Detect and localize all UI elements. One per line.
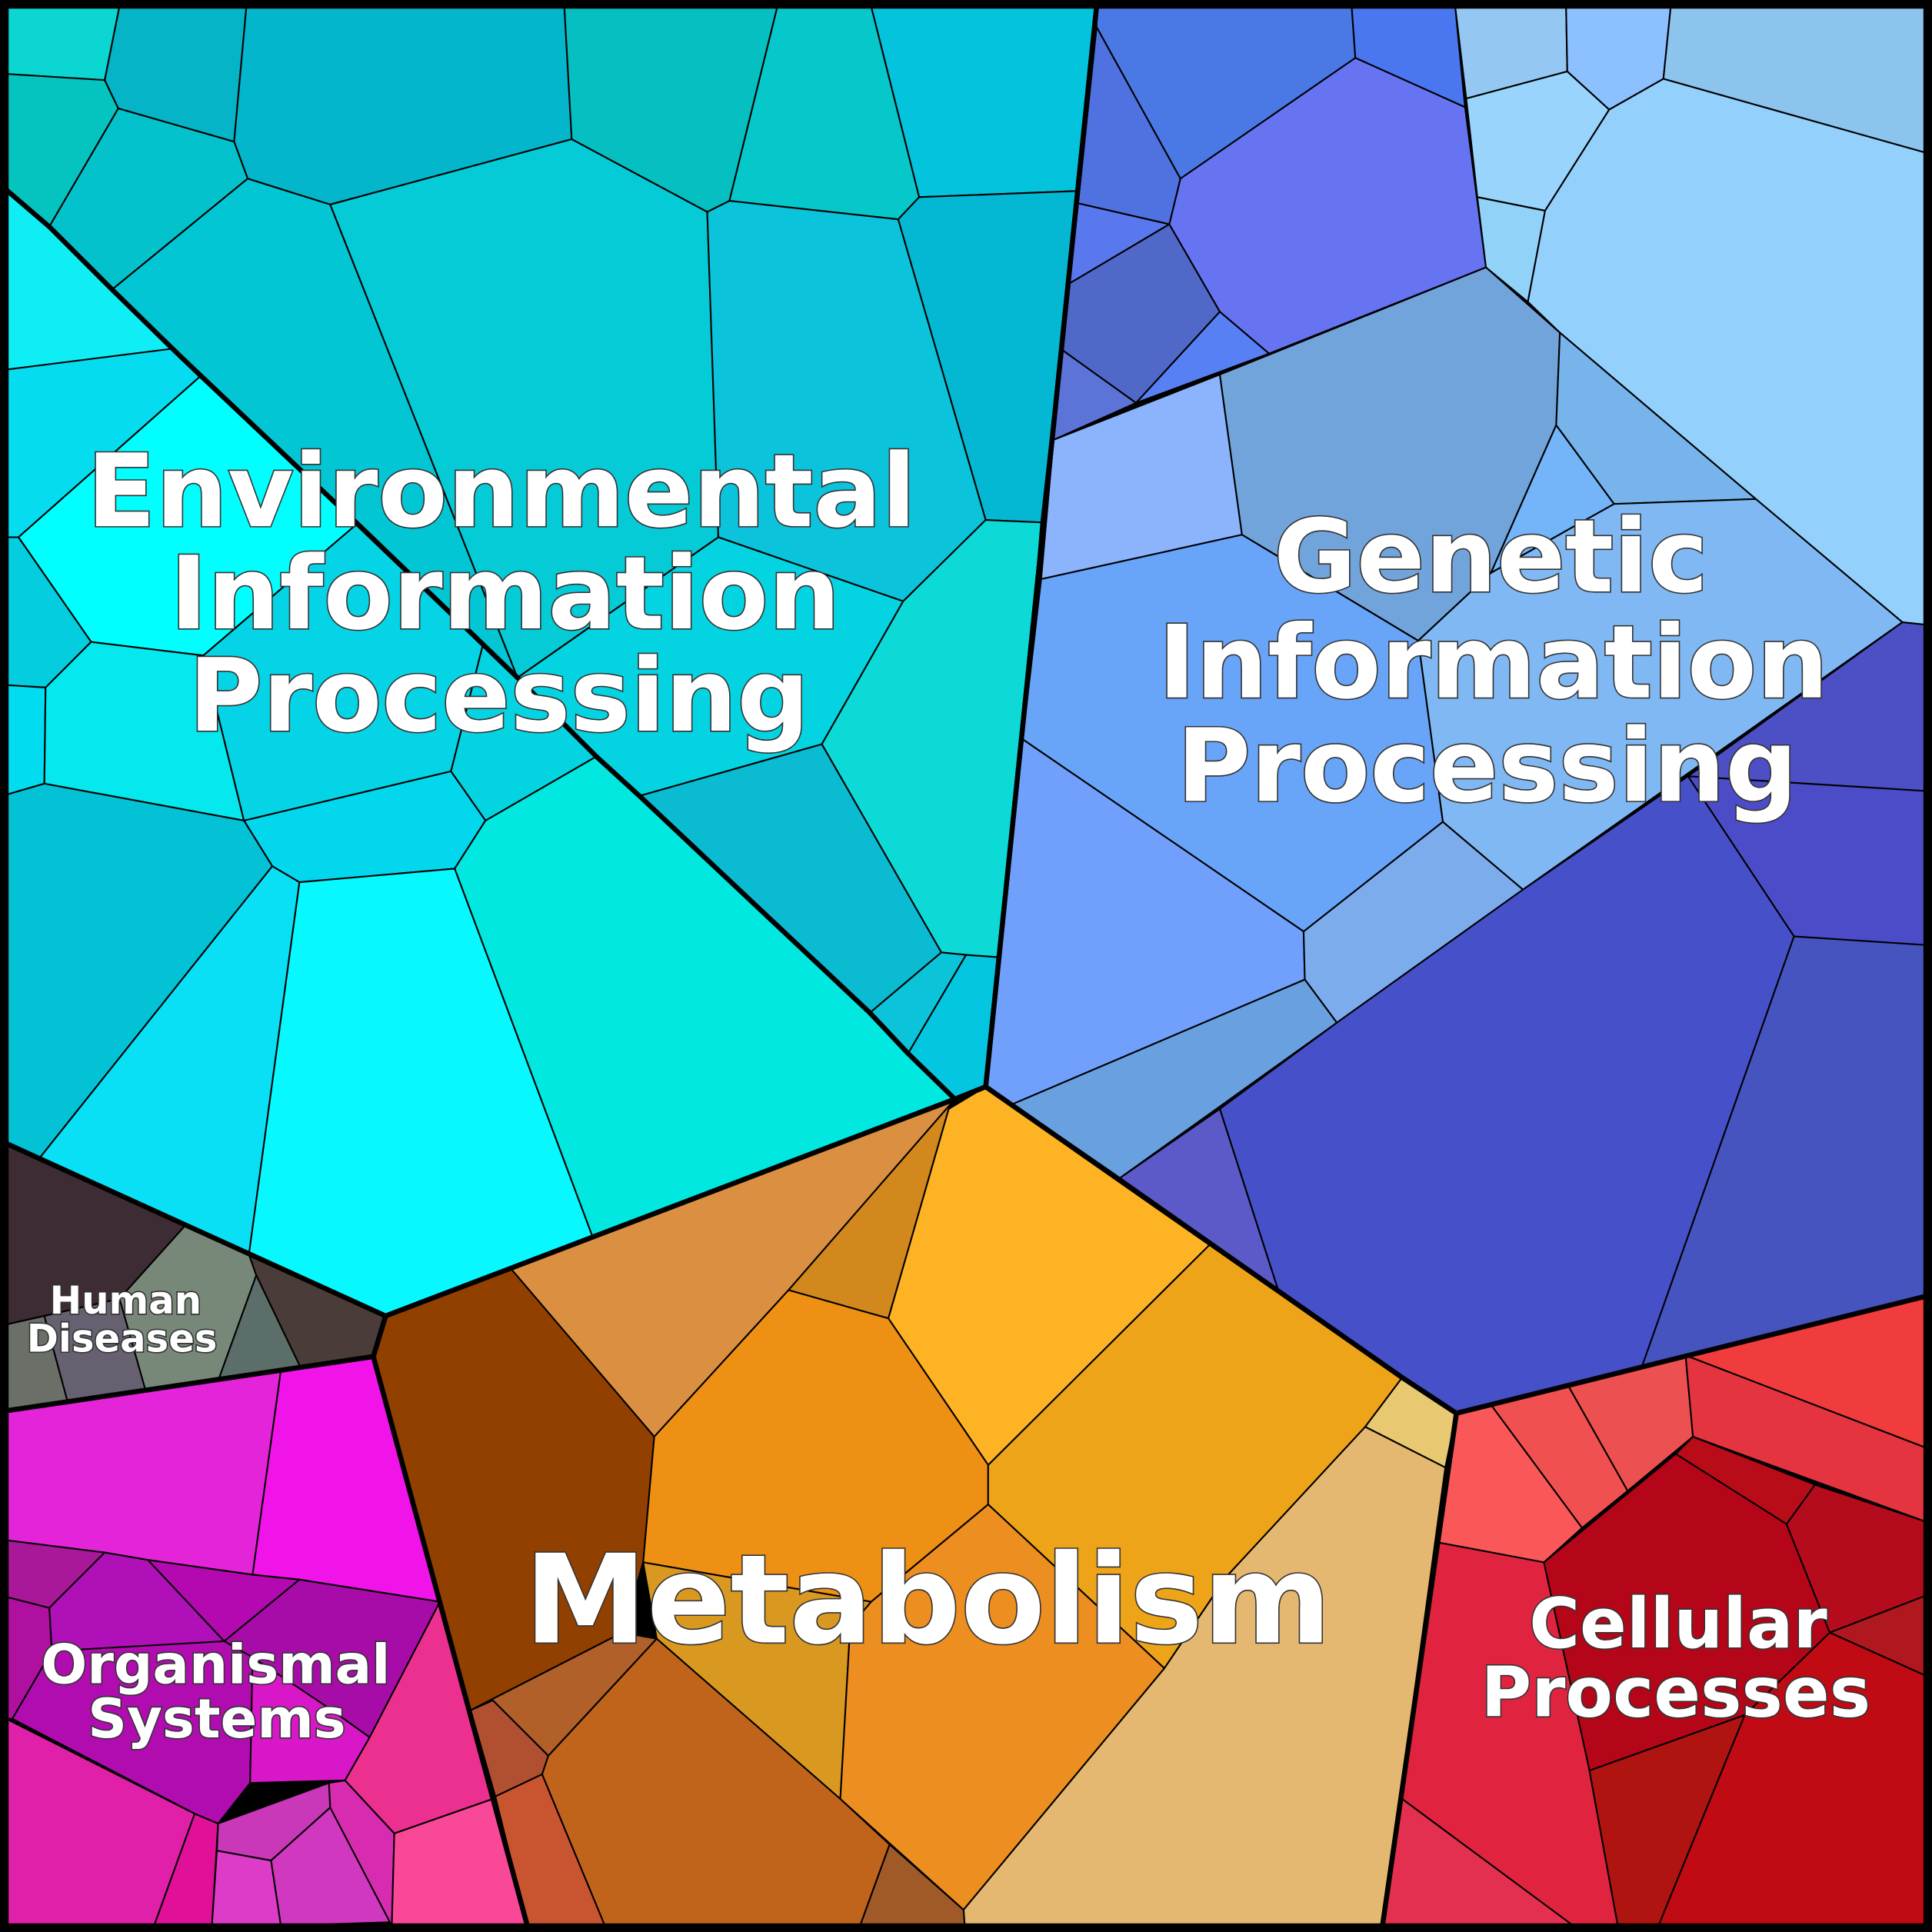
label-human-diseases-1: Human — [50, 1278, 202, 1323]
label-organismal-1: Organismal — [41, 1633, 390, 1696]
label-human-diseases-2: Diseases — [27, 1316, 218, 1361]
region-labels: Environmental Information Processing Gen… — [25, 431, 1872, 1751]
label-environmental-3: Processing — [188, 637, 809, 754]
cell-env — [5, 684, 47, 796]
label-metabolism: Metabolism — [525, 1528, 1332, 1672]
label-environmental-2: Information — [170, 535, 841, 652]
cells-layer — [5, 5, 1927, 1927]
label-environmental-1: Environmental — [87, 432, 916, 550]
cell-env — [5, 5, 121, 82]
label-organismal-2: Systems — [88, 1687, 345, 1750]
label-genetic-2: Information — [1158, 604, 1829, 721]
label-cellular-1: Cellular — [1529, 1584, 1827, 1664]
label-genetic-3: Processing — [1177, 707, 1797, 824]
label-genetic-1: Genetic — [1274, 498, 1708, 615]
label-cellular-2: Processes — [1481, 1654, 1870, 1734]
cell-gen — [1135, 311, 1271, 404]
subgroup-border — [4, 188, 957, 1101]
